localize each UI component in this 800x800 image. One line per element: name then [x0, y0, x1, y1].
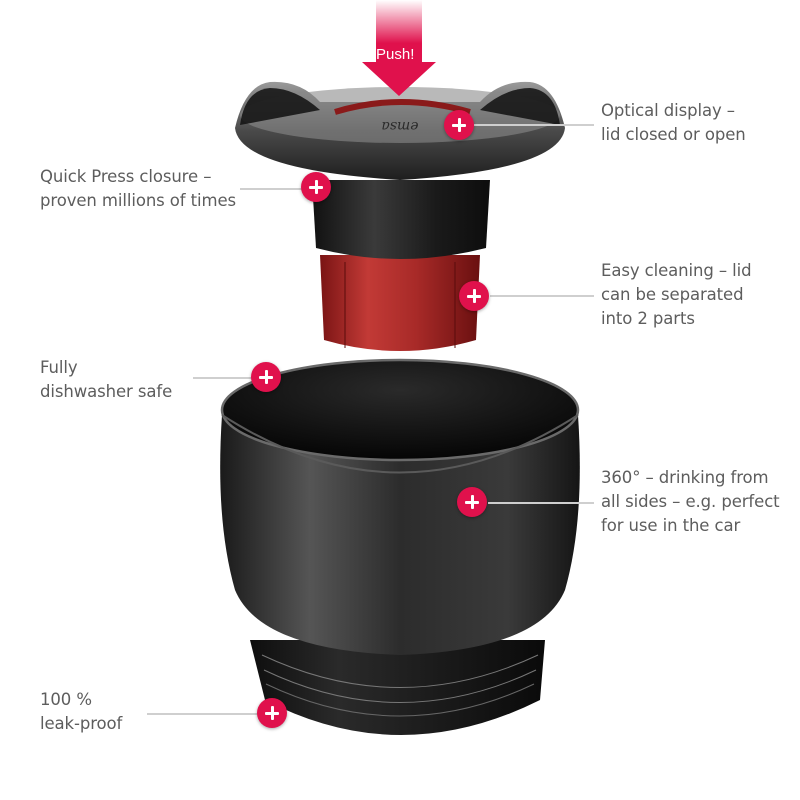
hotspot-dishwasher-safe[interactable] — [251, 362, 281, 392]
hotspot-easy-cleaning[interactable] — [459, 281, 489, 311]
callout-360-drinking: 360° – drinking from all sides – e.g. pe… — [601, 468, 780, 535]
push-arrow-icon — [362, 0, 436, 96]
callout-quick-press: Quick Press closure – proven millions of… — [40, 167, 237, 210]
callout-leak-proof: 100 % leak-proof — [40, 690, 123, 733]
hotspot-quick-press[interactable] — [301, 172, 331, 202]
leader-line-dishwasher-safe — [193, 377, 253, 379]
hotspot-optical-display[interactable] — [444, 110, 474, 140]
push-label: Push! — [376, 46, 415, 63]
svg-text:emsa: emsa — [381, 118, 418, 134]
hotspot-360-drinking[interactable] — [457, 487, 487, 517]
leader-line-360-drinking — [488, 502, 594, 504]
hotspot-leak-proof[interactable] — [257, 698, 287, 728]
leader-line-optical-display — [474, 124, 594, 126]
callout-dishwasher-safe: Fully dishwasher safe — [40, 358, 173, 401]
callout-easy-cleaning: Easy cleaning – lid can be separated int… — [601, 261, 752, 328]
leader-line-quick-press — [240, 188, 302, 190]
leader-line-leak-proof — [147, 713, 259, 715]
callout-optical-display: Optical display – lid closed or open — [601, 101, 746, 144]
leader-line-easy-cleaning — [490, 295, 594, 297]
